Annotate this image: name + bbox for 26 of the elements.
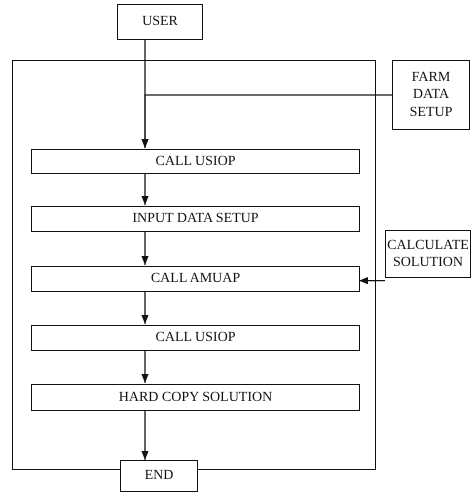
- process-box: [31, 325, 360, 351]
- process-box: [392, 60, 470, 130]
- box-label: CALL USIOP: [156, 152, 236, 170]
- arrow: [141, 410, 149, 460]
- box-label: END: [144, 467, 174, 485]
- process-box: [117, 4, 203, 40]
- process-box: [31, 384, 360, 411]
- process-box: [31, 206, 360, 232]
- box-label: CALCULATE SOLUTION: [386, 236, 470, 272]
- box-label: CALL USIOP: [156, 329, 236, 347]
- arrow: [141, 173, 149, 205]
- process-box: [31, 266, 360, 292]
- process-box: [31, 149, 360, 174]
- box-label: FARM DATA SETUP: [408, 68, 454, 122]
- arrow: [141, 94, 392, 148]
- box-label: USER: [142, 13, 178, 31]
- frame-box: [12, 60, 376, 470]
- box-label: HARD COPY SOLUTION: [118, 388, 272, 406]
- arrow: [359, 276, 385, 284]
- box-label: INPUT DATA SETUP: [132, 210, 259, 228]
- box-label: CALL AMUAP: [150, 270, 240, 288]
- arrow: [141, 231, 149, 265]
- arrow: [141, 291, 149, 324]
- process-box: [120, 460, 198, 492]
- arrow: [141, 350, 149, 383]
- process-box: [385, 230, 471, 278]
